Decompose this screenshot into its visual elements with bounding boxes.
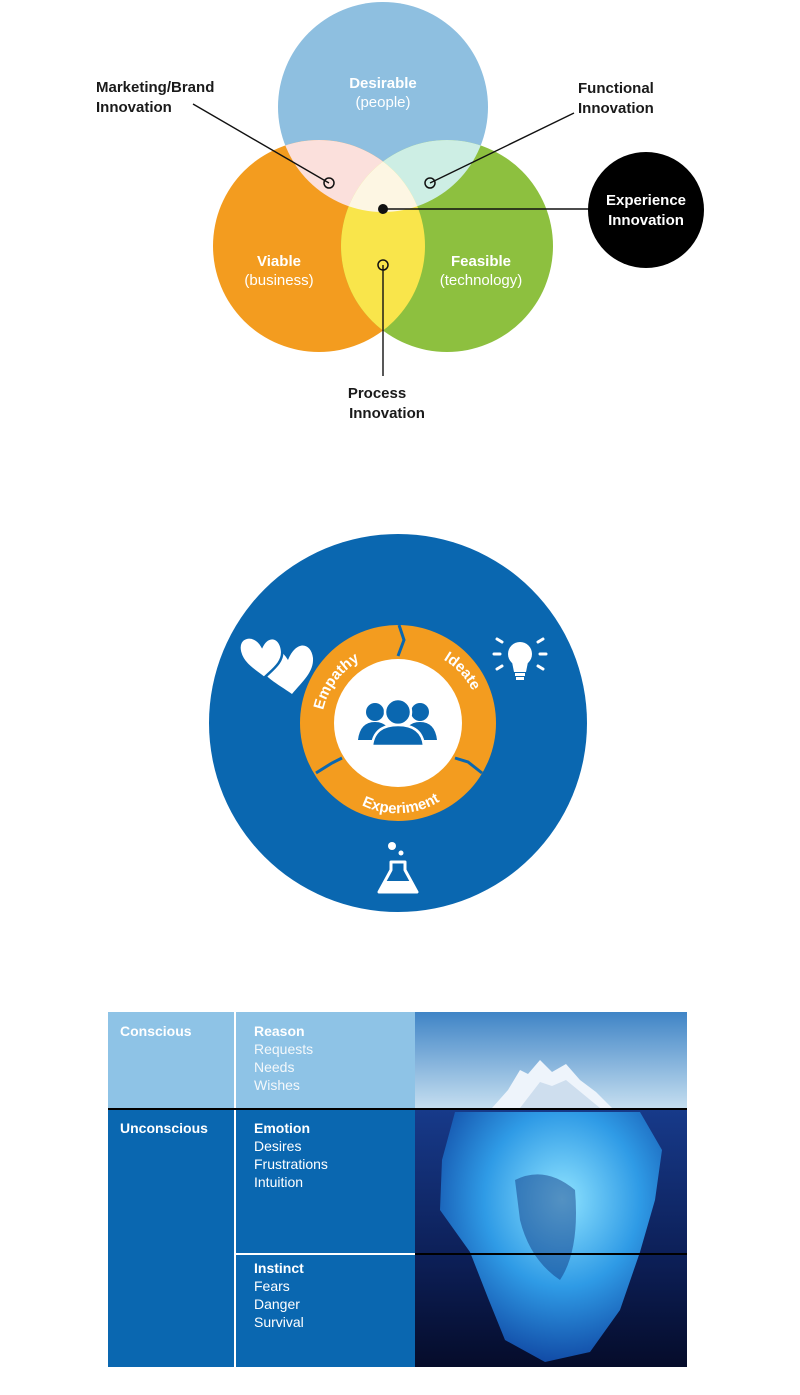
marketing-callout-line2: Innovation [96,99,172,116]
experience-callout-line2: Innovation [608,212,684,229]
row-instinct-item: Danger [254,1296,300,1312]
flask-icon [377,842,419,894]
row-reason-item: Requests [254,1041,313,1057]
row-instinct-item: Survival [254,1314,304,1330]
lightbulb-icon [492,637,548,680]
functional-dot [424,177,436,189]
feasible-subtitle: (technology) [440,272,523,289]
process-callout-line2: Innovation [349,405,425,422]
viable-subtitle: (business) [244,272,313,289]
process-callout-line1: Process [348,385,406,402]
feasible-title: Feasible [451,253,511,270]
hearts-icon [238,636,314,694]
desirable-subtitle: (people) [355,94,410,111]
conscious-band [108,1012,415,1109]
viable-title: Viable [257,253,301,270]
functional-callout-line2: Innovation [578,100,654,117]
iceberg-table: Conscious Reason Requests Needs Wishes U… [108,1012,687,1367]
row-emotion-item: Desires [254,1138,301,1154]
row-instinct-item: Fears [254,1278,290,1294]
process-dot [377,259,389,271]
row-emotion-item: Intuition [254,1174,303,1190]
marketing-dot [323,177,335,189]
callout-lines [192,103,590,376]
cycle-diagram: Empathy Ideate Experiment [209,534,587,912]
people-icon [358,697,437,748]
marketing-callout-line1: Marketing/Brand [96,79,214,96]
ring-separators [315,624,483,775]
experience-badge [588,152,704,268]
row-emotion-title: Emotion [254,1120,310,1136]
unconscious-band [108,1109,415,1367]
desirable-title: Desirable [349,75,417,92]
row-instinct-title: Instinct [254,1260,304,1276]
row-reason-item: Needs [254,1059,294,1075]
experience-dot [378,204,388,214]
level-conscious: Conscious [120,1023,192,1039]
venn-diagram: Desirable (people) Viable (business) Fea… [96,2,704,422]
iceberg-image [415,1012,687,1367]
row-reason-item: Wishes [254,1077,300,1093]
level-unconscious: Unconscious [120,1120,208,1136]
row-reason-title: Reason [254,1023,305,1039]
row-emotion-item: Frustrations [254,1156,328,1172]
experience-callout-line1: Experience [606,192,686,209]
overlap-center [341,140,425,212]
functional-callout-line1: Functional [578,80,654,97]
